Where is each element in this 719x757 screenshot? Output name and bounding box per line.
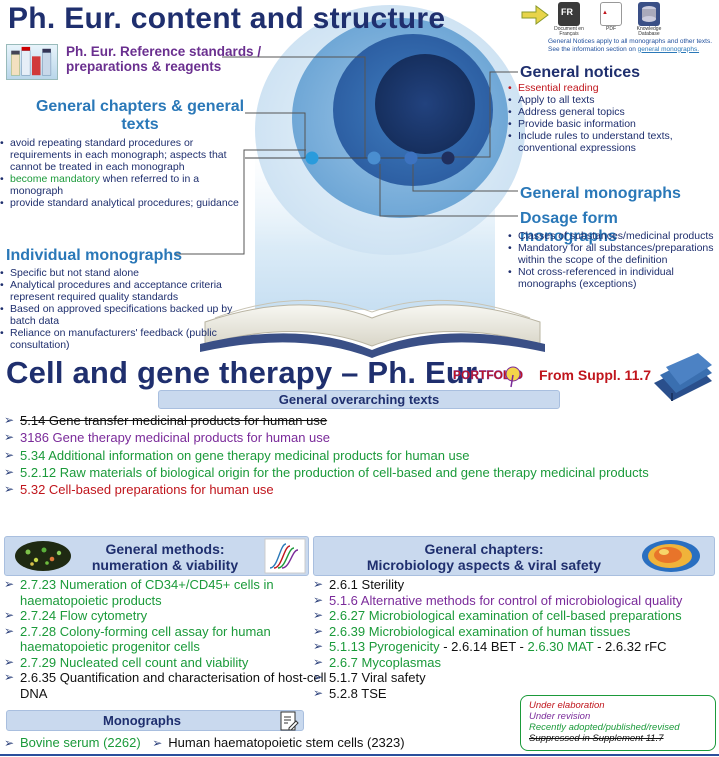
document-edit-icon	[280, 711, 299, 731]
list-item: 2.6.39 Microbiological examination of hu…	[313, 624, 719, 640]
list-item: 2.7.28 Colony-forming cell assay for hum…	[4, 624, 334, 655]
list-item: 2.7.24 Flow cytometry	[4, 608, 334, 624]
list-item: 2.6.27 Microbiological examination of ce…	[313, 608, 719, 624]
pharmacopoeia-books-image	[654, 353, 712, 401]
portfolio-logo-o	[505, 366, 521, 382]
general-notices-list: Essential reading Apply to all texts Add…	[508, 82, 718, 154]
connector-general-monographs	[412, 162, 518, 192]
legend-recently-adopted: Recently adopted/published/revised	[529, 722, 680, 733]
list-item: Provide basic information	[508, 118, 718, 130]
list-item: 5.34 Additional information on gene ther…	[4, 447, 719, 465]
structure-diagram	[175, 5, 545, 358]
reagents-title: Ph. Eur. Reference standards / preparati…	[66, 44, 262, 74]
legend-suppressed: Suppressed in Supplement 11.7	[529, 733, 664, 744]
connector-reagents	[222, 56, 366, 158]
top-toolbar: FR Document en Français ▲ PDF Knowledge …	[520, 2, 715, 40]
list-item: 2.7.29 Nucleated cell count and viabilit…	[4, 655, 334, 671]
monographs-bar: Monographs	[6, 710, 304, 731]
list-item: 5.1.6 Alternative methods for control of…	[313, 593, 719, 609]
legend-under-revision: Under revision	[529, 711, 591, 722]
list-item: Essential reading	[508, 82, 718, 94]
disc-inner	[375, 54, 475, 154]
cell-gene-therapy-title: Cell and gene therapy – Ph. Eur.	[6, 355, 485, 390]
list-item: Human haematopoietic stem cells (2323)	[152, 735, 404, 751]
list-item: Not cross-referenced in individual monog…	[508, 266, 718, 290]
flow-curves-image	[264, 538, 306, 574]
general-methods-title-line2: numeration & viability	[91, 557, 239, 573]
status-legend: Under elaboration Under revision Recentl…	[520, 695, 716, 751]
page-title: Ph. Eur. content and structure	[8, 2, 446, 35]
connector-general-notices	[452, 71, 518, 158]
portfolio-logo-pen	[510, 374, 514, 388]
general-chapters-title: General chapters & general texts	[35, 98, 245, 133]
list-item: 5.2.12 Raw materials of biological origi…	[4, 464, 719, 482]
suppl-label: From Suppl. 11.7	[539, 367, 652, 383]
general-monographs-link[interactable]: general monographs.	[637, 45, 700, 53]
list-item: Classes of substances/medicinal products	[508, 230, 718, 242]
individual-monographs-title: Individual monographs	[6, 247, 183, 264]
individual-monographs-list: Specific but not stand alone Analytical …	[0, 267, 245, 351]
general-monographs-title: General monographs	[520, 185, 681, 202]
list-item: Based on approved specifications backed …	[0, 303, 245, 327]
dot-general-notices	[441, 151, 455, 165]
portfolio-logo-text: PORTFOLIO	[453, 368, 523, 382]
general-notices-note: General Notices apply to all monographs …	[548, 38, 713, 53]
microbiology-title-line1: General chapters:	[424, 541, 544, 557]
list-item: 5.1.7 Viral safety	[313, 670, 719, 686]
list-item: 2.6.1 Sterility	[313, 577, 719, 593]
portfolio-logo: PORTFOLIO	[453, 366, 523, 388]
microbiology-title-line2: Microbiology aspects & viral safety	[366, 557, 602, 573]
dot-general-chapters	[305, 151, 319, 165]
list-item: Include rules to understand texts, conve…	[508, 130, 718, 154]
book-cover	[200, 333, 545, 358]
arrow-icon[interactable]	[520, 4, 550, 26]
connector-dosage	[379, 164, 518, 217]
general-chapters-list: avoid repeating standard procedures or r…	[0, 137, 245, 209]
list-item: 5.14 Gene transfer medicinal products fo…	[4, 412, 719, 430]
list-item: Bovine serum (2262)	[4, 735, 141, 751]
list-item: 2.7.23 Numeration of CD34+/CD45+ cells i…	[4, 577, 334, 608]
list-item: 5.32 Cell-based preparations for human u…	[4, 481, 719, 499]
list-item: Analytical procedures and acceptance cri…	[0, 279, 245, 303]
list-item: Reliance on manufacturers' feedback (pub…	[0, 327, 245, 351]
list-item: 5.1.13 Pyrogenicity - 2.6.14 BET - 2.6.3…	[313, 639, 719, 655]
list-item: Specific but not stand alone	[0, 267, 245, 279]
list-item: become mandatory when referred to in a m…	[0, 173, 245, 197]
knowledge-database-icon[interactable]	[638, 2, 660, 26]
list-item: provide standard analytical procedures; …	[0, 197, 245, 209]
pdf-caption: PDF	[606, 26, 616, 32]
microbiology-list: 2.6.1 Sterility 5.1.6 Alternative method…	[313, 577, 719, 701]
list-item: 3186 Gene therapy medicinal products for…	[4, 429, 719, 447]
bottom-divider	[0, 754, 719, 756]
list-item: Mandatory for all substances/preparation…	[508, 242, 718, 266]
list-item: 5.2.8 TSE	[313, 686, 719, 702]
document-fr-caption: Document en Français	[554, 26, 584, 37]
document-fr-icon[interactable]: FR	[558, 2, 580, 26]
monographs-list: Bovine serum (2262) Human haematopoietic…	[4, 735, 524, 751]
general-notices-title: General notices	[520, 64, 641, 81]
list-item: Apply to all texts	[508, 94, 718, 106]
list-item: Address general topics	[508, 106, 718, 118]
overarching-texts-list: 5.14 Gene transfer medicinal products fo…	[4, 412, 719, 499]
dot-general-monographs	[404, 151, 418, 165]
general-methods-list: 2.7.23 Numeration of CD34+/CD45+ cells i…	[4, 577, 334, 701]
general-overarching-texts-bar: General overarching texts	[158, 390, 560, 409]
dosage-form-list: Classes of substances/medicinal products…	[508, 230, 718, 290]
knowledge-database-caption: Knowledge Database	[636, 26, 662, 37]
petri-dish-image	[642, 540, 700, 572]
list-item: 2.6.7 Mycoplasmas	[313, 655, 719, 671]
monographs-title: Monographs	[103, 713, 181, 728]
general-methods-title-line1: General methods:	[105, 541, 225, 557]
dot-dosage	[367, 151, 381, 165]
cells-micrograph-image	[15, 541, 71, 571]
pdf-icon[interactable]: ▲	[600, 2, 622, 26]
reagents-bottles-image	[6, 44, 58, 80]
list-item: 2.6.35 Quantification and characterisati…	[4, 670, 334, 701]
list-item: avoid repeating standard procedures or r…	[0, 137, 245, 173]
legend-under-elaboration: Under elaboration	[529, 700, 605, 711]
